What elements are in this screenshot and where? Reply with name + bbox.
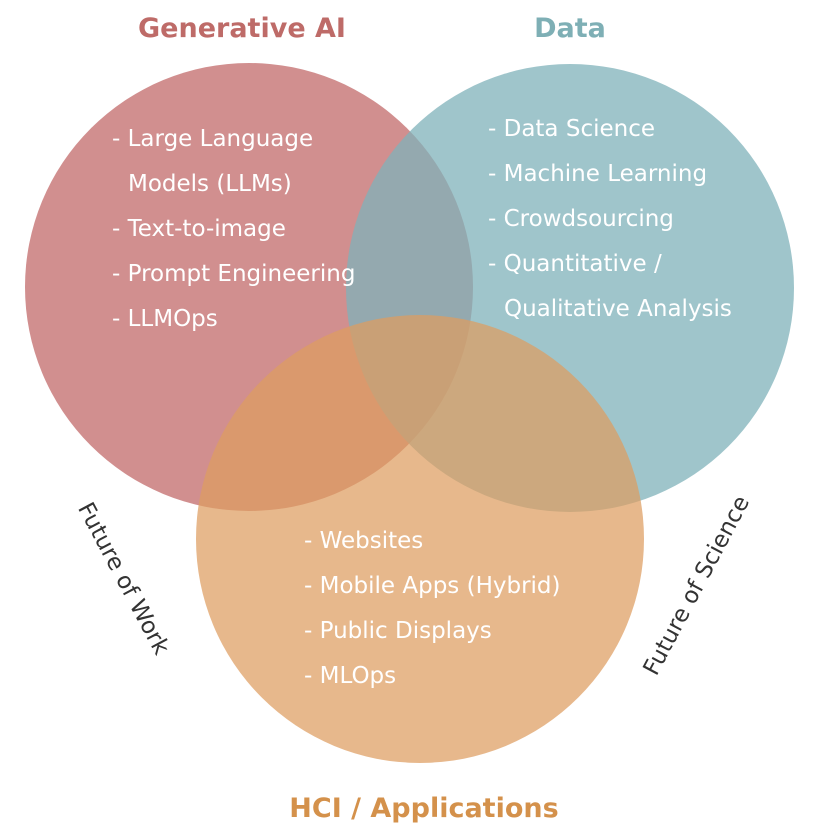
data-item: Qualitative Analysis	[504, 296, 732, 322]
data-item: - Machine Learning	[488, 161, 707, 187]
hci-item: - Websites	[304, 528, 423, 554]
hci-item: - Mobile Apps (Hybrid)	[304, 573, 561, 599]
generative-ai-item: - Large Language	[112, 126, 313, 152]
data-title: Data	[534, 13, 606, 44]
generative-ai-item: Models (LLMs)	[128, 171, 292, 197]
generative-ai-item: - Prompt Engineering	[112, 261, 355, 287]
data-item: - Data Science	[488, 116, 655, 142]
future-of-science-label: Future of Science	[639, 492, 755, 680]
generative-ai-item: - LLMOps	[112, 306, 218, 332]
generative-ai-title: Generative AI	[138, 13, 346, 44]
hci-item: - Public Displays	[304, 618, 492, 644]
data-item: - Quantitative /	[488, 251, 662, 277]
hci-circle	[196, 315, 644, 763]
hci-item: - MLOps	[304, 663, 396, 689]
future-of-work-label: Future of Work	[72, 498, 174, 659]
data-item: - Crowdsourcing	[488, 206, 674, 232]
generative-ai-item: - Text-to-image	[112, 216, 286, 242]
hci-title: HCI / Applications	[289, 793, 558, 824]
